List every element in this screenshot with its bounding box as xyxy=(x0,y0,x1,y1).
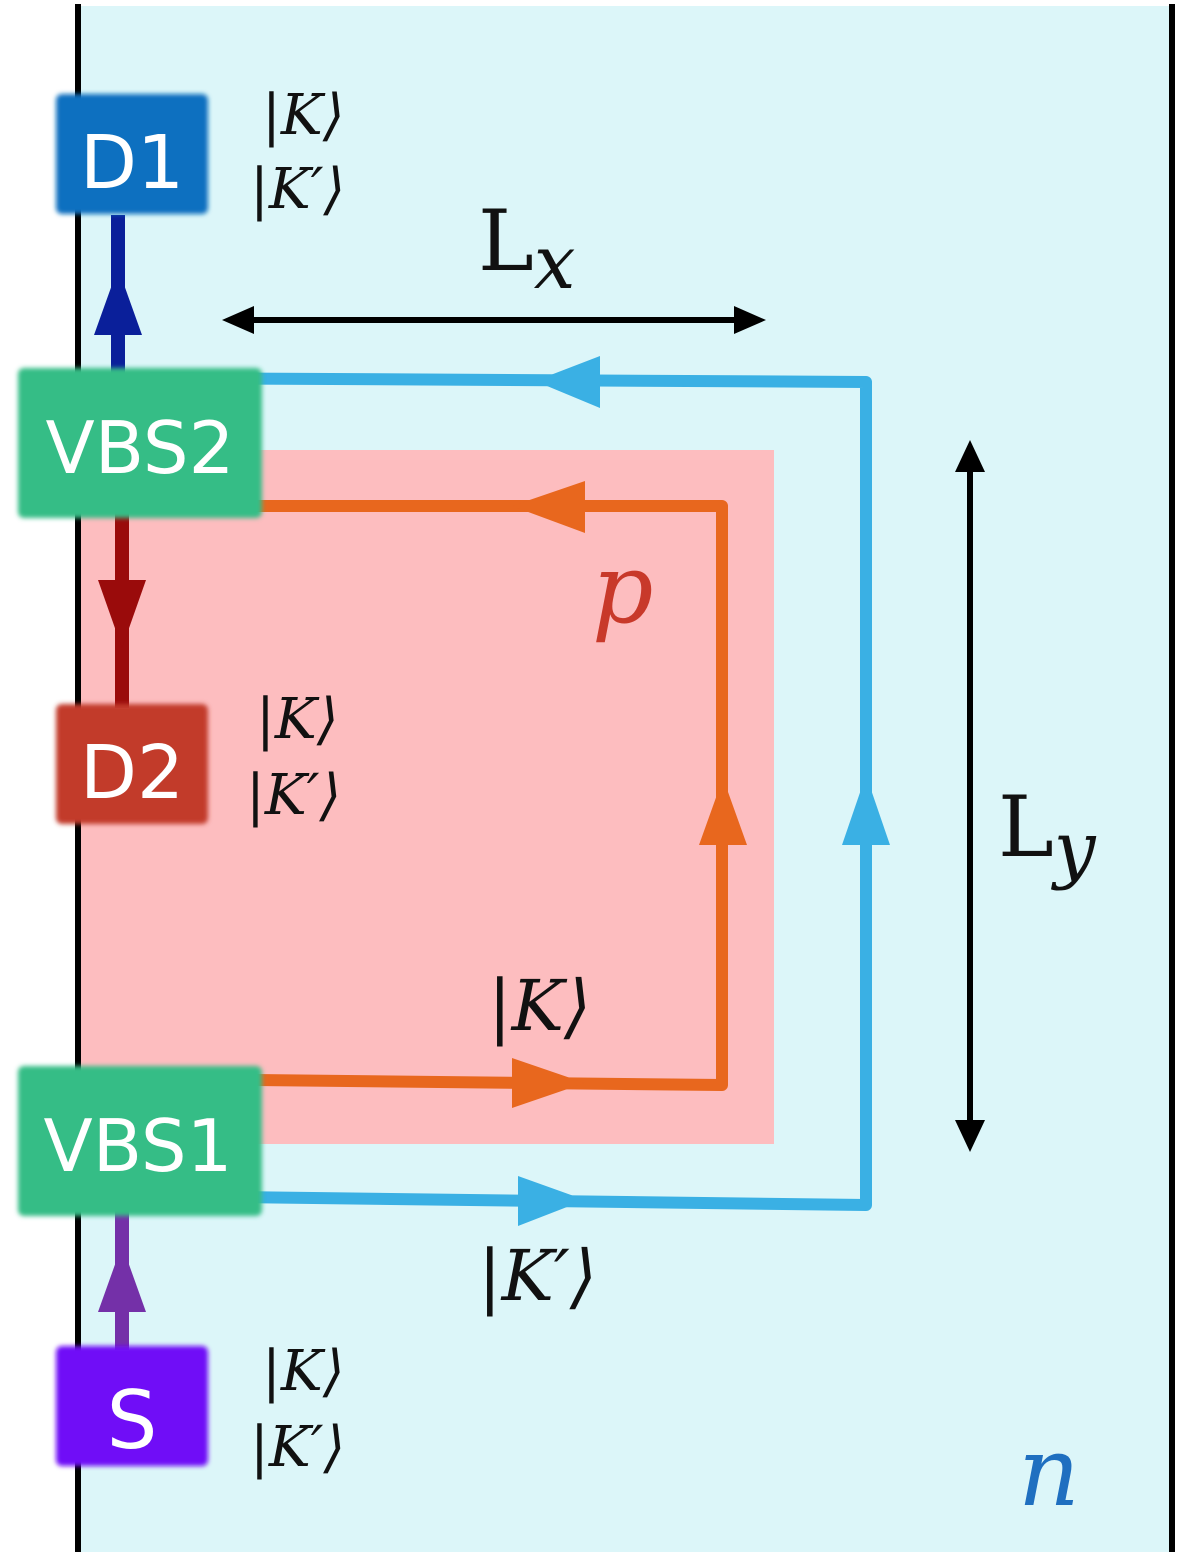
blue-path-arrow-bottom-icon xyxy=(518,1176,585,1226)
n-region-label: n xyxy=(1018,1416,1080,1528)
beam-splitter-vbs1-label: VBS1 xyxy=(44,1104,233,1188)
lx-label: Lx xyxy=(478,192,576,306)
s-ket-kprime: |K′⟩ xyxy=(250,1415,345,1480)
p-region-label: p xyxy=(592,533,653,645)
lx-label-sub: x xyxy=(534,220,576,306)
source-lead-arrow-icon xyxy=(98,1245,146,1312)
lx-label-main: L xyxy=(478,192,534,290)
orange-path-ket: |K⟩ xyxy=(488,965,591,1047)
blue-path-ket: |K′⟩ xyxy=(478,1235,597,1317)
detector-d2: D2 xyxy=(56,704,208,824)
orange-path-arrow-top-icon xyxy=(512,481,585,533)
detector-d1-label: D1 xyxy=(80,120,184,206)
ly-label-sub: y xyxy=(1051,806,1097,892)
source-s: S xyxy=(56,1346,208,1467)
lx-dimension-arrow xyxy=(222,306,766,334)
d2-ket-k: |K⟩ xyxy=(256,687,339,752)
d2-lead-arrow-icon xyxy=(98,580,146,648)
d1-lead-arrow-icon xyxy=(94,268,142,335)
blue-path-arrow-right-icon xyxy=(842,775,890,845)
orange-path-arrow-bottom-icon xyxy=(512,1058,585,1108)
source-s-label: S xyxy=(107,1374,158,1467)
d1-ket-k: |K⟩ xyxy=(262,83,345,148)
ly-label: Ly xyxy=(998,778,1097,892)
beam-splitter-vbs2: VBS2 xyxy=(18,368,262,518)
beam-splitter-vbs1: VBS1 xyxy=(18,1066,262,1216)
blue-path-arrow-top-icon xyxy=(535,356,600,408)
d2-ket-kprime: |K′⟩ xyxy=(246,763,341,828)
ly-label-main: L xyxy=(998,778,1054,876)
ly-dimension-arrow xyxy=(955,440,985,1152)
orange-path-arrow-right-icon xyxy=(699,778,747,845)
s-ket-k: |K⟩ xyxy=(262,1339,345,1404)
beam-splitter-vbs2-label: VBS2 xyxy=(46,406,235,490)
d1-ket-kprime: |K′⟩ xyxy=(250,157,345,222)
detector-d1: D1 xyxy=(56,94,208,214)
detector-d2-label: D2 xyxy=(80,730,184,816)
